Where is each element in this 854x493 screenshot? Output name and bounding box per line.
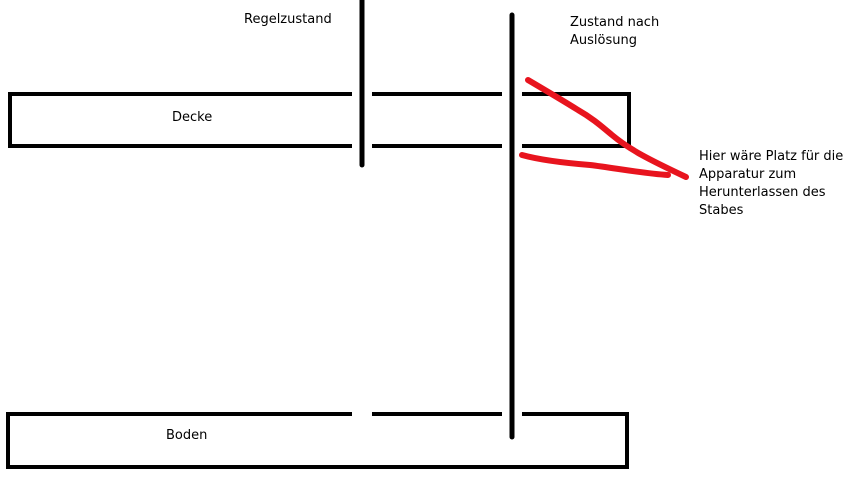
floor-slab bbox=[6, 412, 629, 469]
label-ceiling: Decke bbox=[172, 110, 213, 125]
ceiling-slab bbox=[8, 92, 631, 148]
label-floor: Boden bbox=[166, 428, 208, 443]
marker-lower-stroke bbox=[519, 152, 671, 178]
label-apparatus-note: Hier wäre Platz für die Apparatur zum He… bbox=[699, 149, 844, 218]
apparatus-space-marker bbox=[519, 77, 689, 180]
label-triggered-state: Zustand nach Auslösung bbox=[570, 15, 660, 48]
label-normal-state: Regelzustand bbox=[244, 12, 332, 27]
marker-upper-stroke bbox=[525, 77, 689, 180]
